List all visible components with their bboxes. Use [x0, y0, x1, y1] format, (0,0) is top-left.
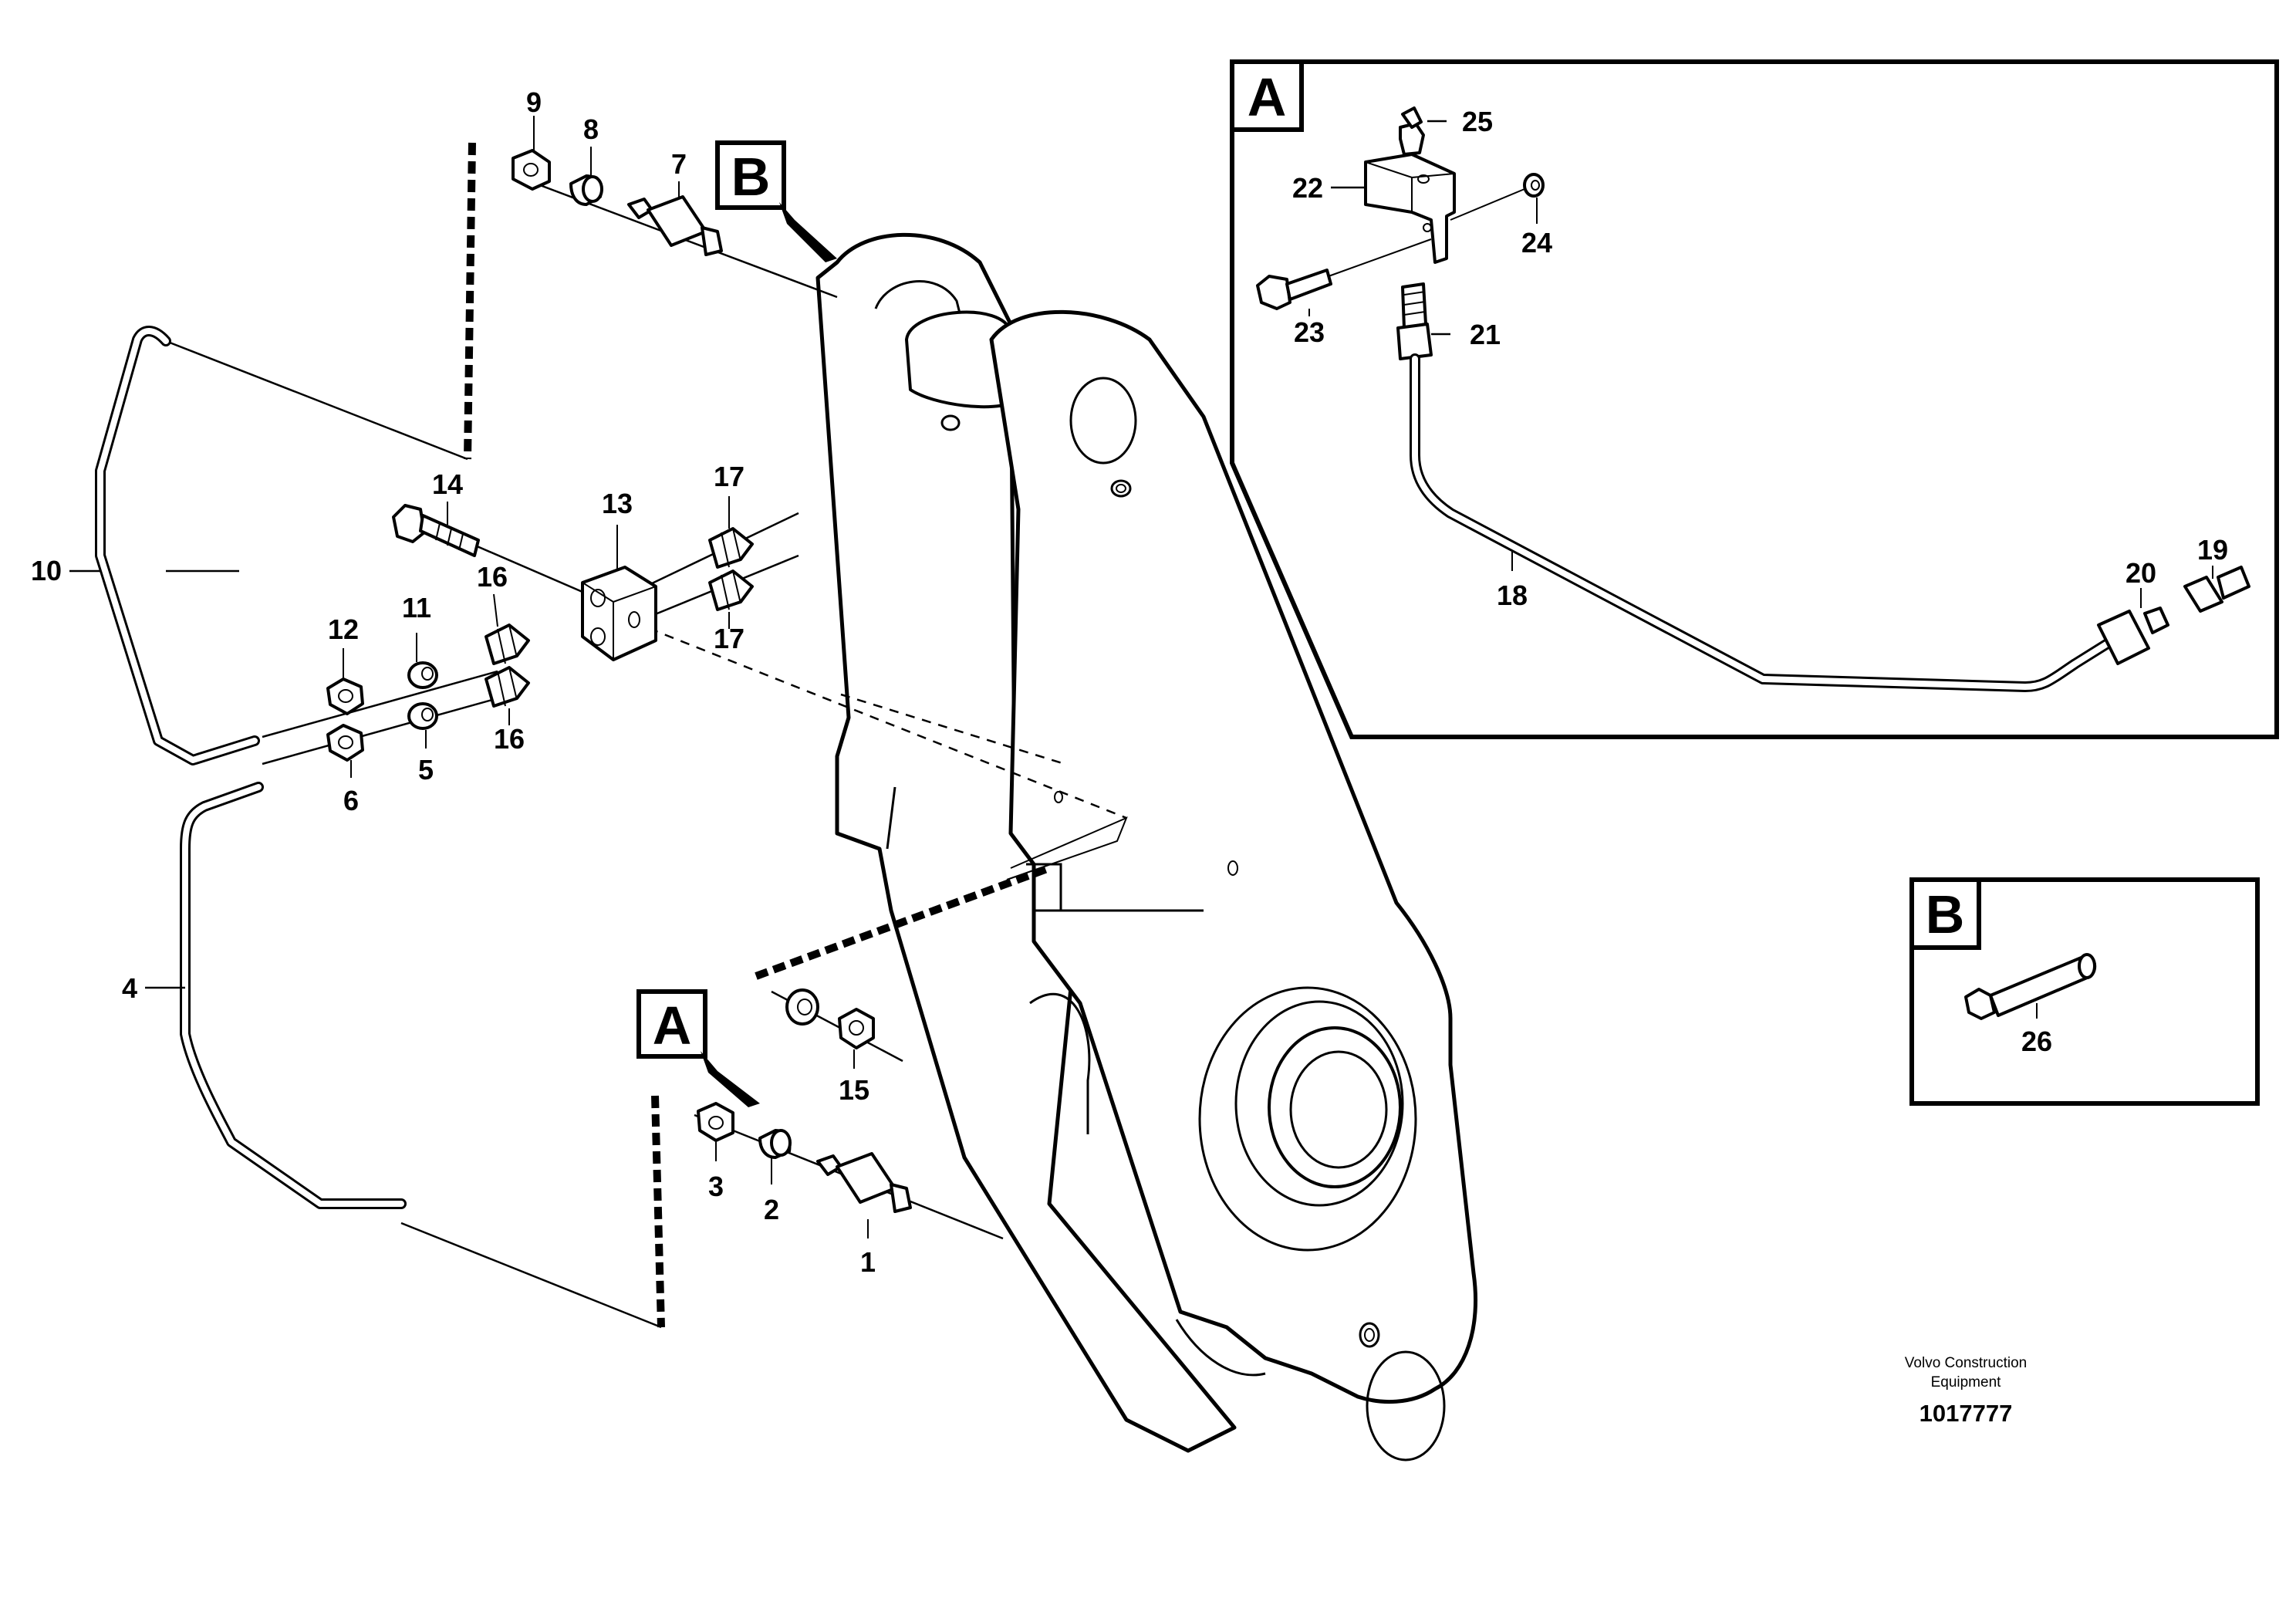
callout-23: 23: [1294, 316, 1325, 348]
pipe-10: [95, 326, 260, 765]
callout-24: 24: [1521, 227, 1552, 259]
callout-15: 15: [839, 1074, 869, 1106]
nut-9: [512, 149, 551, 191]
callout-19: 19: [2197, 534, 2228, 566]
callout-2: 2: [764, 1194, 779, 1225]
detail-b-panel: B 26: [1909, 877, 2260, 1106]
callout-8: 8: [583, 113, 599, 145]
hose-routing: [464, 142, 1128, 1328]
callout-26: 26: [2021, 1026, 2052, 1057]
fitting-17-upper: [708, 527, 754, 569]
callout-13: 13: [602, 488, 633, 519]
callout-25: 25: [1462, 106, 1493, 137]
callout-18: 18: [1497, 580, 1528, 611]
nut-12: [326, 678, 364, 715]
callout-17-upper: 17: [714, 461, 745, 492]
bolt-14: [392, 504, 480, 557]
callout-12: 12: [328, 613, 359, 645]
fitting-16-upper: [485, 623, 530, 665]
callouts-main: 1 2 3 4 5 6 7 8 9 10 11 12 13 14 15 16 1…: [31, 86, 876, 1278]
marker-a-main: A: [636, 989, 760, 1107]
marker-b-main-label: B: [731, 147, 771, 207]
fitting-16-lower: [485, 666, 530, 708]
callout-5: 5: [418, 754, 434, 786]
credit-block: Volvo Construction Equipment 1017777: [1905, 1355, 2027, 1427]
detail-b-label: B: [1926, 884, 1965, 944]
sleeve-11: [407, 661, 438, 689]
nut-15: [838, 1008, 875, 1049]
adapter-7: [627, 195, 723, 256]
callout-4: 4: [122, 972, 137, 1004]
callout-22: 22: [1292, 172, 1323, 204]
callout-9: 9: [526, 86, 542, 118]
callout-3: 3: [708, 1171, 724, 1202]
credit-line-2: Equipment: [1931, 1374, 2002, 1391]
marker-a-main-label: A: [653, 995, 692, 1056]
washer-15: [785, 988, 819, 1026]
callout-1: 1: [860, 1246, 876, 1278]
pipe-4: [180, 782, 407, 1209]
detail-a-panel: A 25 22 24 2: [1230, 59, 2279, 739]
callout-20: 20: [2125, 557, 2156, 589]
callout-10: 10: [31, 555, 62, 586]
callout-6: 6: [343, 785, 359, 816]
marker-b-main: B: [715, 140, 837, 262]
callout-11: 11: [402, 592, 431, 623]
fitting-17-lower: [708, 569, 754, 611]
link-arm: [815, 232, 1477, 1461]
block-13: [581, 566, 657, 661]
adapter-1: [816, 1152, 912, 1213]
callout-21: 21: [1470, 319, 1501, 350]
nut-6: [326, 724, 364, 762]
callout-17-lower: 17: [714, 623, 745, 654]
sleeve-5: [407, 702, 438, 730]
credit-line-1: Volvo Construction: [1905, 1355, 2027, 1371]
sleeve-8: [569, 174, 603, 206]
callout-16-upper: 16: [477, 561, 508, 593]
callout-7: 7: [671, 148, 687, 180]
drawing-number: 1017777: [1920, 1400, 2013, 1427]
callout-16-lower: 16: [494, 723, 525, 755]
callout-14: 14: [432, 468, 463, 500]
nut-3: [697, 1102, 734, 1142]
detail-a-label: A: [1248, 67, 1287, 127]
sleeve-2: [758, 1129, 792, 1159]
